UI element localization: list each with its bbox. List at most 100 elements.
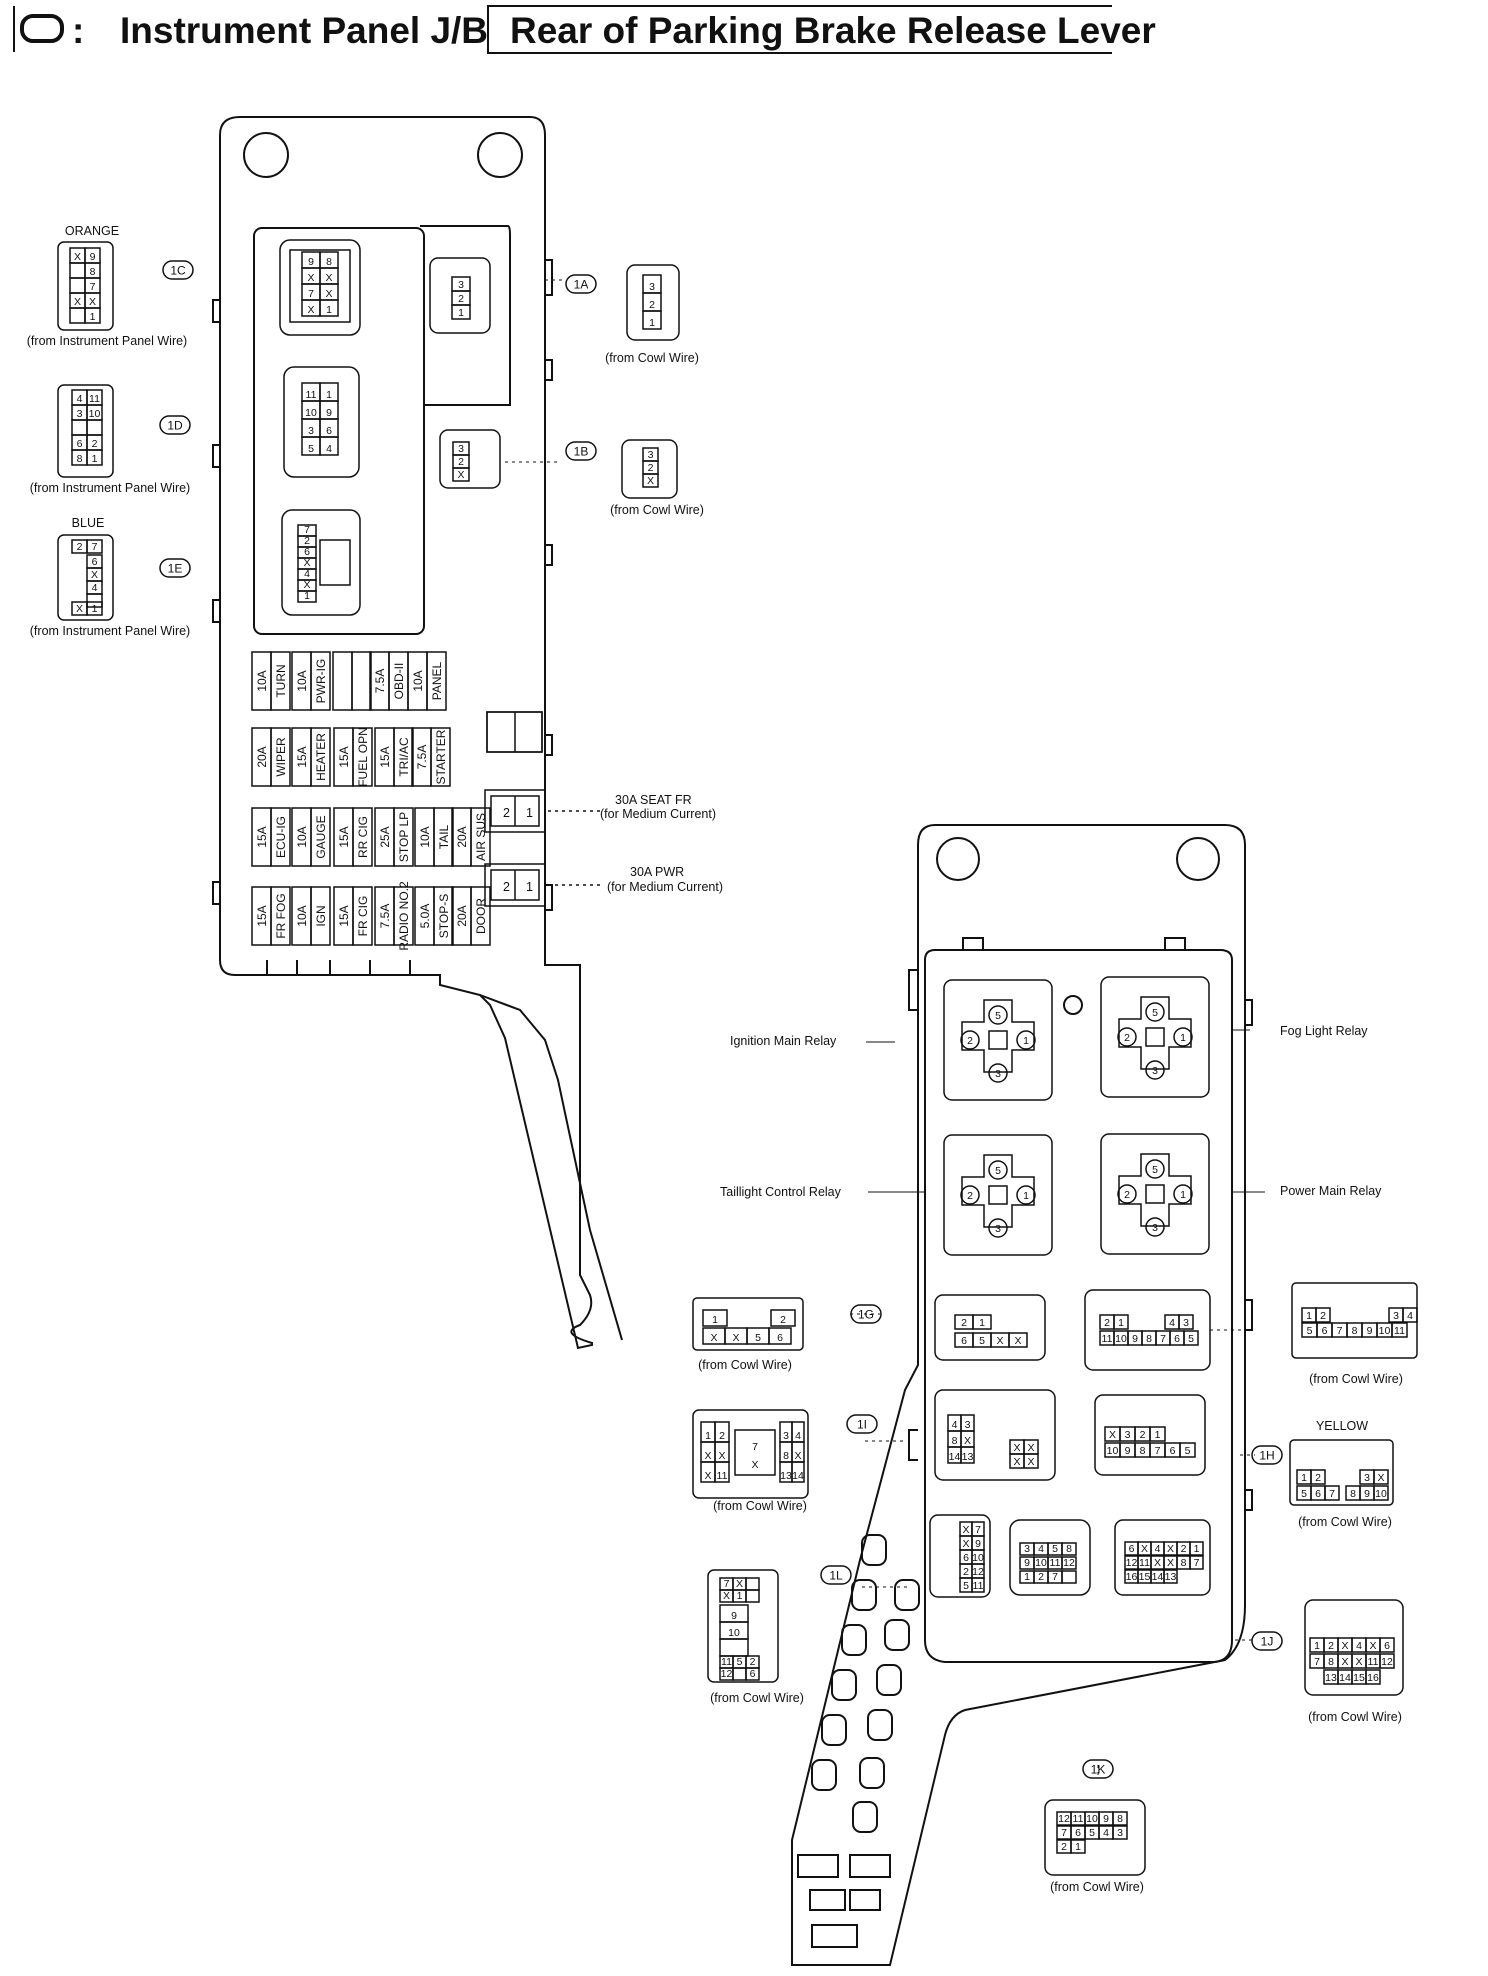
conn-1f-pin: 8	[1352, 1325, 1358, 1337]
conn-1j-cell	[1379, 1637, 1395, 1653]
jb-1j-pin: 1	[1194, 1543, 1200, 1555]
jb-1e-pin: 6	[304, 546, 310, 558]
tag-oval-icon	[846, 1414, 878, 1434]
breaker-pwr-note: (for Medium Current)	[607, 880, 723, 894]
conn-1f-pin: 11	[1394, 1325, 1405, 1337]
connector-1c-color: ORANGE	[65, 224, 119, 238]
tag-oval-icon	[1082, 1759, 1114, 1779]
fuse-name: GAUGE	[314, 815, 328, 858]
fuse-name-cell	[433, 886, 454, 946]
jb-1f-pin: 11	[1102, 1333, 1113, 1345]
conn-1f-pin: 5	[1307, 1325, 1313, 1337]
relay-center	[1145, 1184, 1165, 1204]
jb-1h-pin: X	[1109, 1429, 1116, 1441]
jb-1i-pin: X	[1013, 1456, 1020, 1468]
fuse-amperage: 20A	[455, 905, 469, 926]
breaker-pwr-pin-2: 2	[503, 880, 510, 894]
conn-1k-pin: 8	[1117, 1813, 1123, 1825]
taillight-control-relay-label: Taillight Control Relay	[720, 1185, 842, 1199]
jb-1l-pin: 7	[975, 1524, 981, 1536]
tag-oval-icon	[1251, 1631, 1283, 1651]
breaker-pwr-pin-1: 1	[526, 880, 533, 894]
conn-1l-pin: 10	[728, 1627, 740, 1639]
jb-1l-pin: X	[962, 1524, 969, 1536]
conn-1e-pin: 6	[92, 556, 98, 568]
jb-socket-1j	[1114, 1519, 1211, 1596]
fuse-spare[interactable]	[332, 651, 372, 711]
conn-1l-pin: X	[723, 1590, 730, 1602]
conn-1i-cell	[791, 1461, 805, 1483]
conn-1d-pin: 11	[89, 393, 100, 405]
fuse-name: ECU-IG	[274, 816, 288, 858]
connector-tag-label: 1L	[829, 1569, 843, 1583]
jb-1f-pin: 5	[1188, 1333, 1194, 1345]
jb-1h-pin: 9	[1125, 1445, 1131, 1457]
conn-1l-pin: X	[736, 1578, 743, 1590]
jb-1k-pin: 3	[1024, 1543, 1030, 1555]
conn-1h-pin: 9	[1364, 1488, 1370, 1500]
fuse-name-cell	[310, 727, 331, 787]
conn-1d-pin: 2	[92, 438, 98, 450]
jb-1j-pin: X	[1141, 1543, 1148, 1555]
conn-1h-pin: 1	[1301, 1472, 1307, 1484]
conn-1d-pin: 6	[77, 438, 83, 450]
relay-pin: 2	[1124, 1189, 1130, 1201]
relay-terminal	[1145, 1217, 1165, 1237]
relay-terminal	[988, 1063, 1008, 1083]
jb-1i-pin: X	[1013, 1442, 1020, 1454]
connector-tag-1L: 1L	[820, 1565, 852, 1585]
conn-1l-cell	[745, 1577, 760, 1591]
fuse-amperage: 25A	[378, 826, 392, 847]
jb-1i-pin: 14	[949, 1451, 961, 1463]
jb-1j-cell	[1189, 1541, 1204, 1556]
jb-1l-pin: 9	[975, 1538, 981, 1550]
conn-1c-cell	[69, 262, 86, 279]
connector-1d-body	[57, 384, 114, 478]
connector-1l-source: (from Cowl Wire)	[710, 1691, 804, 1705]
fuse-amp-cell	[332, 651, 353, 711]
conn-1i-cell	[714, 1461, 730, 1483]
fuse-name-cell	[426, 651, 447, 711]
conn-1j-pin: 1	[1314, 1640, 1320, 1652]
fuse-name-cell	[270, 886, 291, 946]
jb-socket-1e	[281, 509, 361, 616]
connector-1j-body	[1304, 1599, 1404, 1696]
relay-terminal	[960, 1030, 980, 1050]
conn-1j-cell	[1365, 1669, 1381, 1685]
conn-1h-cell	[1373, 1485, 1389, 1501]
connector-tag-1A: 1A	[565, 274, 597, 294]
conn-1l-pin: 11	[721, 1656, 732, 1668]
jb-1f-pin: 10	[1115, 1333, 1127, 1345]
connector-1h-color: YELLOW	[1316, 1419, 1368, 1433]
jb-1c-pin: X	[307, 272, 314, 284]
jb-1f-pin: 9	[1132, 1333, 1138, 1345]
fuse-amperage: 7.5A	[415, 745, 429, 770]
jb-1j-pin: 14	[1152, 1571, 1164, 1583]
conn-1i-pin: 2	[719, 1430, 725, 1442]
relay-terminal	[1145, 1002, 1165, 1022]
relay-pin: 1	[1023, 1190, 1029, 1202]
conn-1f-pin: 1	[1306, 1310, 1312, 1322]
